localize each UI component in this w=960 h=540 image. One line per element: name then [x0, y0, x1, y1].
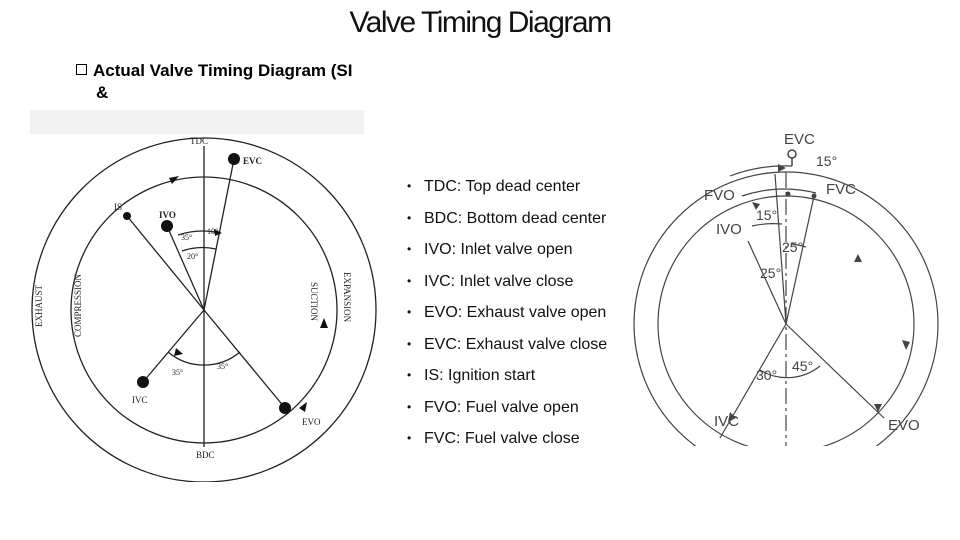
bullet-icon: •	[407, 305, 412, 319]
si-ivo-dot	[161, 220, 173, 232]
si-label-ivc: IVC	[132, 395, 148, 405]
ci-line-fvo	[774, 173, 787, 325]
ci-angle-fvo: 25°	[760, 265, 781, 281]
legend-list: •TDC: Top dead center •BDC: Bottom dead …	[404, 176, 614, 460]
si-line-evo	[203, 309, 286, 409]
subtitle-line2: &	[96, 83, 109, 102]
si-evc-dot	[228, 153, 240, 165]
ci-fvc-dot	[811, 193, 817, 199]
legend-item: •FVC: Fuel valve close	[407, 430, 580, 447]
si-valve-timing-diagram: TDC BDC EVC IS IVO IVC EVO 35° 10° 20° 3…	[31, 136, 377, 482]
ci-label-fvo: FVO	[704, 187, 735, 204]
ci-angle-evc: 15°	[816, 153, 837, 169]
si-angle-ivo: 35°	[181, 233, 192, 242]
si-angle-is: 20°	[187, 252, 198, 261]
si-line-ivc	[142, 309, 205, 383]
legend-item: •FVO: Fuel valve open	[407, 398, 579, 416]
si-angle-evo: 35°	[217, 362, 228, 371]
ci-arrow-4	[902, 340, 910, 350]
ci-label-fvc: FVC	[826, 181, 856, 198]
si-evo-dot	[279, 402, 291, 414]
ci-arrow-6	[874, 404, 882, 412]
ci-arc-bdc	[759, 365, 821, 379]
si-arc-is	[181, 246, 217, 252]
bullet-icon: •	[407, 368, 412, 382]
ci-arc-ivo	[751, 223, 783, 227]
si-label-tdc: TDC	[190, 136, 208, 146]
ci-angle-ivc: 30°	[756, 367, 777, 383]
cropped-text-band	[30, 110, 364, 134]
ci-line-fvc	[785, 195, 815, 325]
ci-arrow-1	[778, 164, 786, 172]
bullet-icon: •	[407, 210, 412, 225]
ci-inner-circle	[657, 195, 915, 446]
si-label-is: IS	[114, 202, 122, 212]
subtitle-line1: Actual Valve Timing Diagram (SI	[93, 61, 353, 80]
bullet-icon: •	[407, 242, 412, 256]
legend-item: •IS: Ignition start	[407, 367, 536, 384]
si-label-evc: EVC	[243, 156, 262, 166]
ci-arc-fvo	[741, 188, 817, 197]
si-arrow-3	[169, 176, 179, 184]
ci-line-ivo	[747, 240, 787, 325]
si-arrow-2	[320, 318, 328, 328]
si-arrow-5	[214, 229, 222, 236]
si-angle-ivc: 35°	[172, 368, 183, 377]
ci-line-evo	[785, 323, 885, 419]
legend-item: •IVO: Inlet valve open	[407, 241, 573, 258]
bullet-icon: •	[407, 336, 412, 351]
si-label-expansion: EXPANSION	[342, 272, 352, 323]
legend-item: •EVC: Exhaust valve close	[407, 335, 608, 353]
ci-fvo-dot	[785, 191, 791, 197]
si-line-evc	[203, 158, 235, 311]
ci-evc-marker	[787, 149, 797, 159]
ci-label-evo: EVO	[888, 417, 920, 434]
ci-label-evc: EVC	[784, 131, 815, 148]
si-label-ivo: IVO	[159, 210, 176, 220]
ci-valve-timing-diagram: EVC FVO FVC IVO IVC EVO 15° 15° 25° 25° …	[633, 131, 939, 446]
ci-angle-ivo: 15°	[756, 207, 777, 223]
si-label-bdc: BDC	[196, 450, 215, 460]
bullet-icon: •	[407, 431, 412, 445]
si-line-is	[126, 215, 205, 311]
subtitle: Actual Valve Timing Diagram (SI &	[76, 60, 396, 104]
checkbox-bullet-icon	[76, 64, 87, 75]
legend-item: •EVO: Exhaust valve open	[407, 304, 607, 321]
si-arrow-4	[174, 348, 183, 356]
ci-angle-evo: 45°	[792, 358, 813, 374]
legend-item: •BDC: Bottom dead center	[407, 209, 607, 227]
si-label-compression: COMPRESSION	[73, 273, 83, 337]
si-line-ivo	[166, 225, 205, 311]
ci-angle-fvc: 25°	[782, 239, 803, 255]
page-title: Valve Timing Diagram	[349, 6, 612, 39]
ci-arc-fvc	[791, 243, 807, 248]
ci-label-ivo: IVO	[716, 221, 742, 238]
ci-arrow-2	[752, 202, 760, 210]
legend-item: •IVC: Inlet valve close	[407, 272, 574, 290]
ci-arrow-5	[728, 412, 736, 422]
ci-arrow-3	[854, 254, 862, 262]
si-label-evo: EVO	[302, 417, 321, 427]
ci-label-ivc: IVC	[714, 413, 739, 430]
si-is-dot	[123, 212, 131, 220]
legend-item: •TDC: Top dead center	[407, 178, 581, 195]
si-angle-evc: 10°	[207, 227, 218, 236]
si-label-exhaust: EXHAUST	[34, 284, 44, 327]
bullet-icon: •	[407, 273, 412, 288]
bullet-icon: •	[407, 399, 412, 414]
si-label-suction: SUCTION	[309, 282, 319, 322]
si-arrow-1	[299, 402, 307, 412]
ci-arc-evc	[729, 165, 793, 177]
si-ivc-dot	[137, 376, 149, 388]
si-outer-circle	[31, 137, 377, 482]
bullet-icon: •	[407, 179, 412, 193]
si-arc-bdc	[167, 351, 241, 366]
